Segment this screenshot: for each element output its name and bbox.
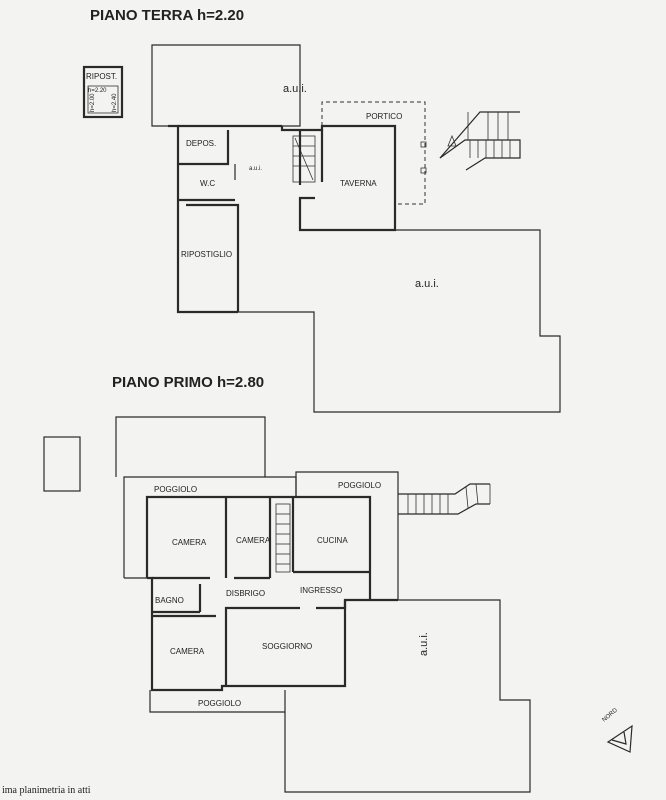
first-aui-right: a.u.i. [418,632,430,656]
room-portico: PORTICO [366,112,402,121]
ground-top-aui-outline [151,44,301,127]
room-bagno: BAGNO [155,596,184,605]
first-house-walls [123,471,399,713]
ground-external-stairs [439,111,521,171]
north-arrow-icon: NORD [601,707,633,753]
first-right-aui-outline [284,599,531,793]
ground-house-walls [168,124,397,314]
room-camera-3: CAMERA [170,647,205,656]
room-camera-1: CAMERA [172,538,207,547]
storage-title: RIPOST. [86,72,117,81]
first-external-stairs [398,483,491,515]
ground-right-aui-outline [238,229,561,413]
first-top-aui-outline [115,416,266,477]
room-cucina: CUCINA [317,536,348,545]
room-ingresso: INGRESSO [300,586,342,595]
north-label: NORD [601,707,619,723]
portico-outline [321,101,426,205]
first-small-box [43,436,81,492]
room-depos: DEPOS. [186,139,216,148]
ground-aui-inner: a.u.i. [249,166,262,172]
ground-floor-title: PIANO TERRA h=2.20 [90,7,244,24]
ground-aui-top: a.u.i. [283,83,307,95]
room-poggiolo-right: POGGIOLO [338,481,381,490]
room-camera-2: CAMERA [236,536,271,545]
first-floor-title: PIANO PRIMO h=2.80 [112,374,264,391]
room-poggiolo-left: POGGIOLO [154,485,197,494]
footer-note: ima planimetria in atti [2,785,91,796]
room-disbrigo: DISBRIGO [226,589,265,598]
room-ripostiglio: RIPOSTIGLIO [181,250,232,259]
storage-box: RIPOST. h=2.20 h=2.00 h=2.40 [82,65,124,119]
storage-height: h=2.20 [88,88,107,94]
storage-dim-left: h=2.00 [90,93,96,112]
room-wc: W.C [200,179,215,188]
ground-aui-right: a.u.i. [415,278,439,290]
room-poggiolo-bottom: POGGIOLO [198,699,241,708]
storage-dim-right: h=2.40 [112,93,118,112]
room-taverna: TAVERNA [340,179,377,188]
room-soggiorno: SOGGIORNO [262,642,312,651]
